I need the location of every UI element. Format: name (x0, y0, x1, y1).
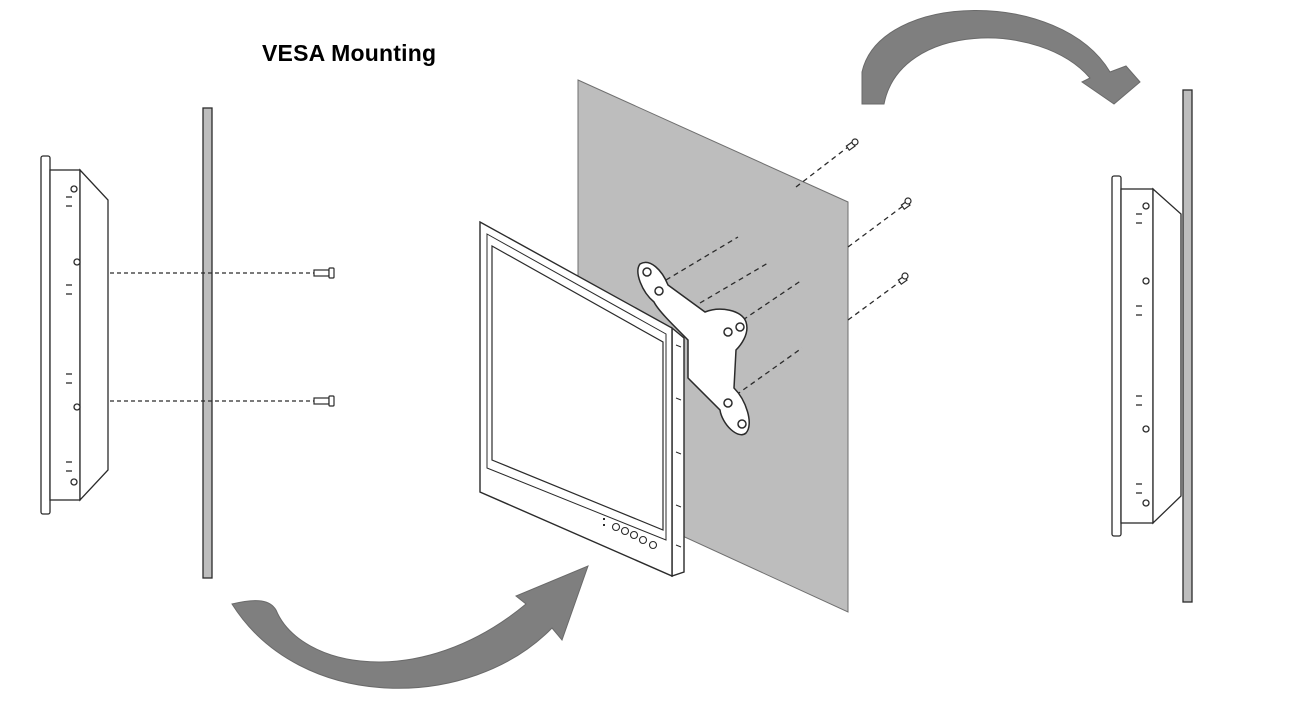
screw-icon (897, 272, 909, 286)
right-monitor-side-view (1111, 175, 1182, 537)
curved-arrow-down-icon (861, 10, 1141, 105)
left-dashed-guides (110, 272, 314, 402)
curved-arrow-right-icon (231, 565, 589, 689)
screw-icon (313, 267, 335, 279)
diagram-title: VESA Mounting (262, 40, 437, 66)
screw-icon (845, 138, 859, 152)
left-monitor-side-view (40, 155, 109, 515)
vesa-bracket-icon (637, 261, 750, 436)
monitor-front-buttons (603, 518, 658, 550)
center-dashed-guides (665, 146, 904, 396)
right-wall-plate (1182, 89, 1193, 603)
screw-icon (313, 395, 335, 407)
screw-icon (900, 197, 912, 211)
monitor-front-view (479, 220, 685, 578)
left-wall-plate (202, 107, 213, 579)
